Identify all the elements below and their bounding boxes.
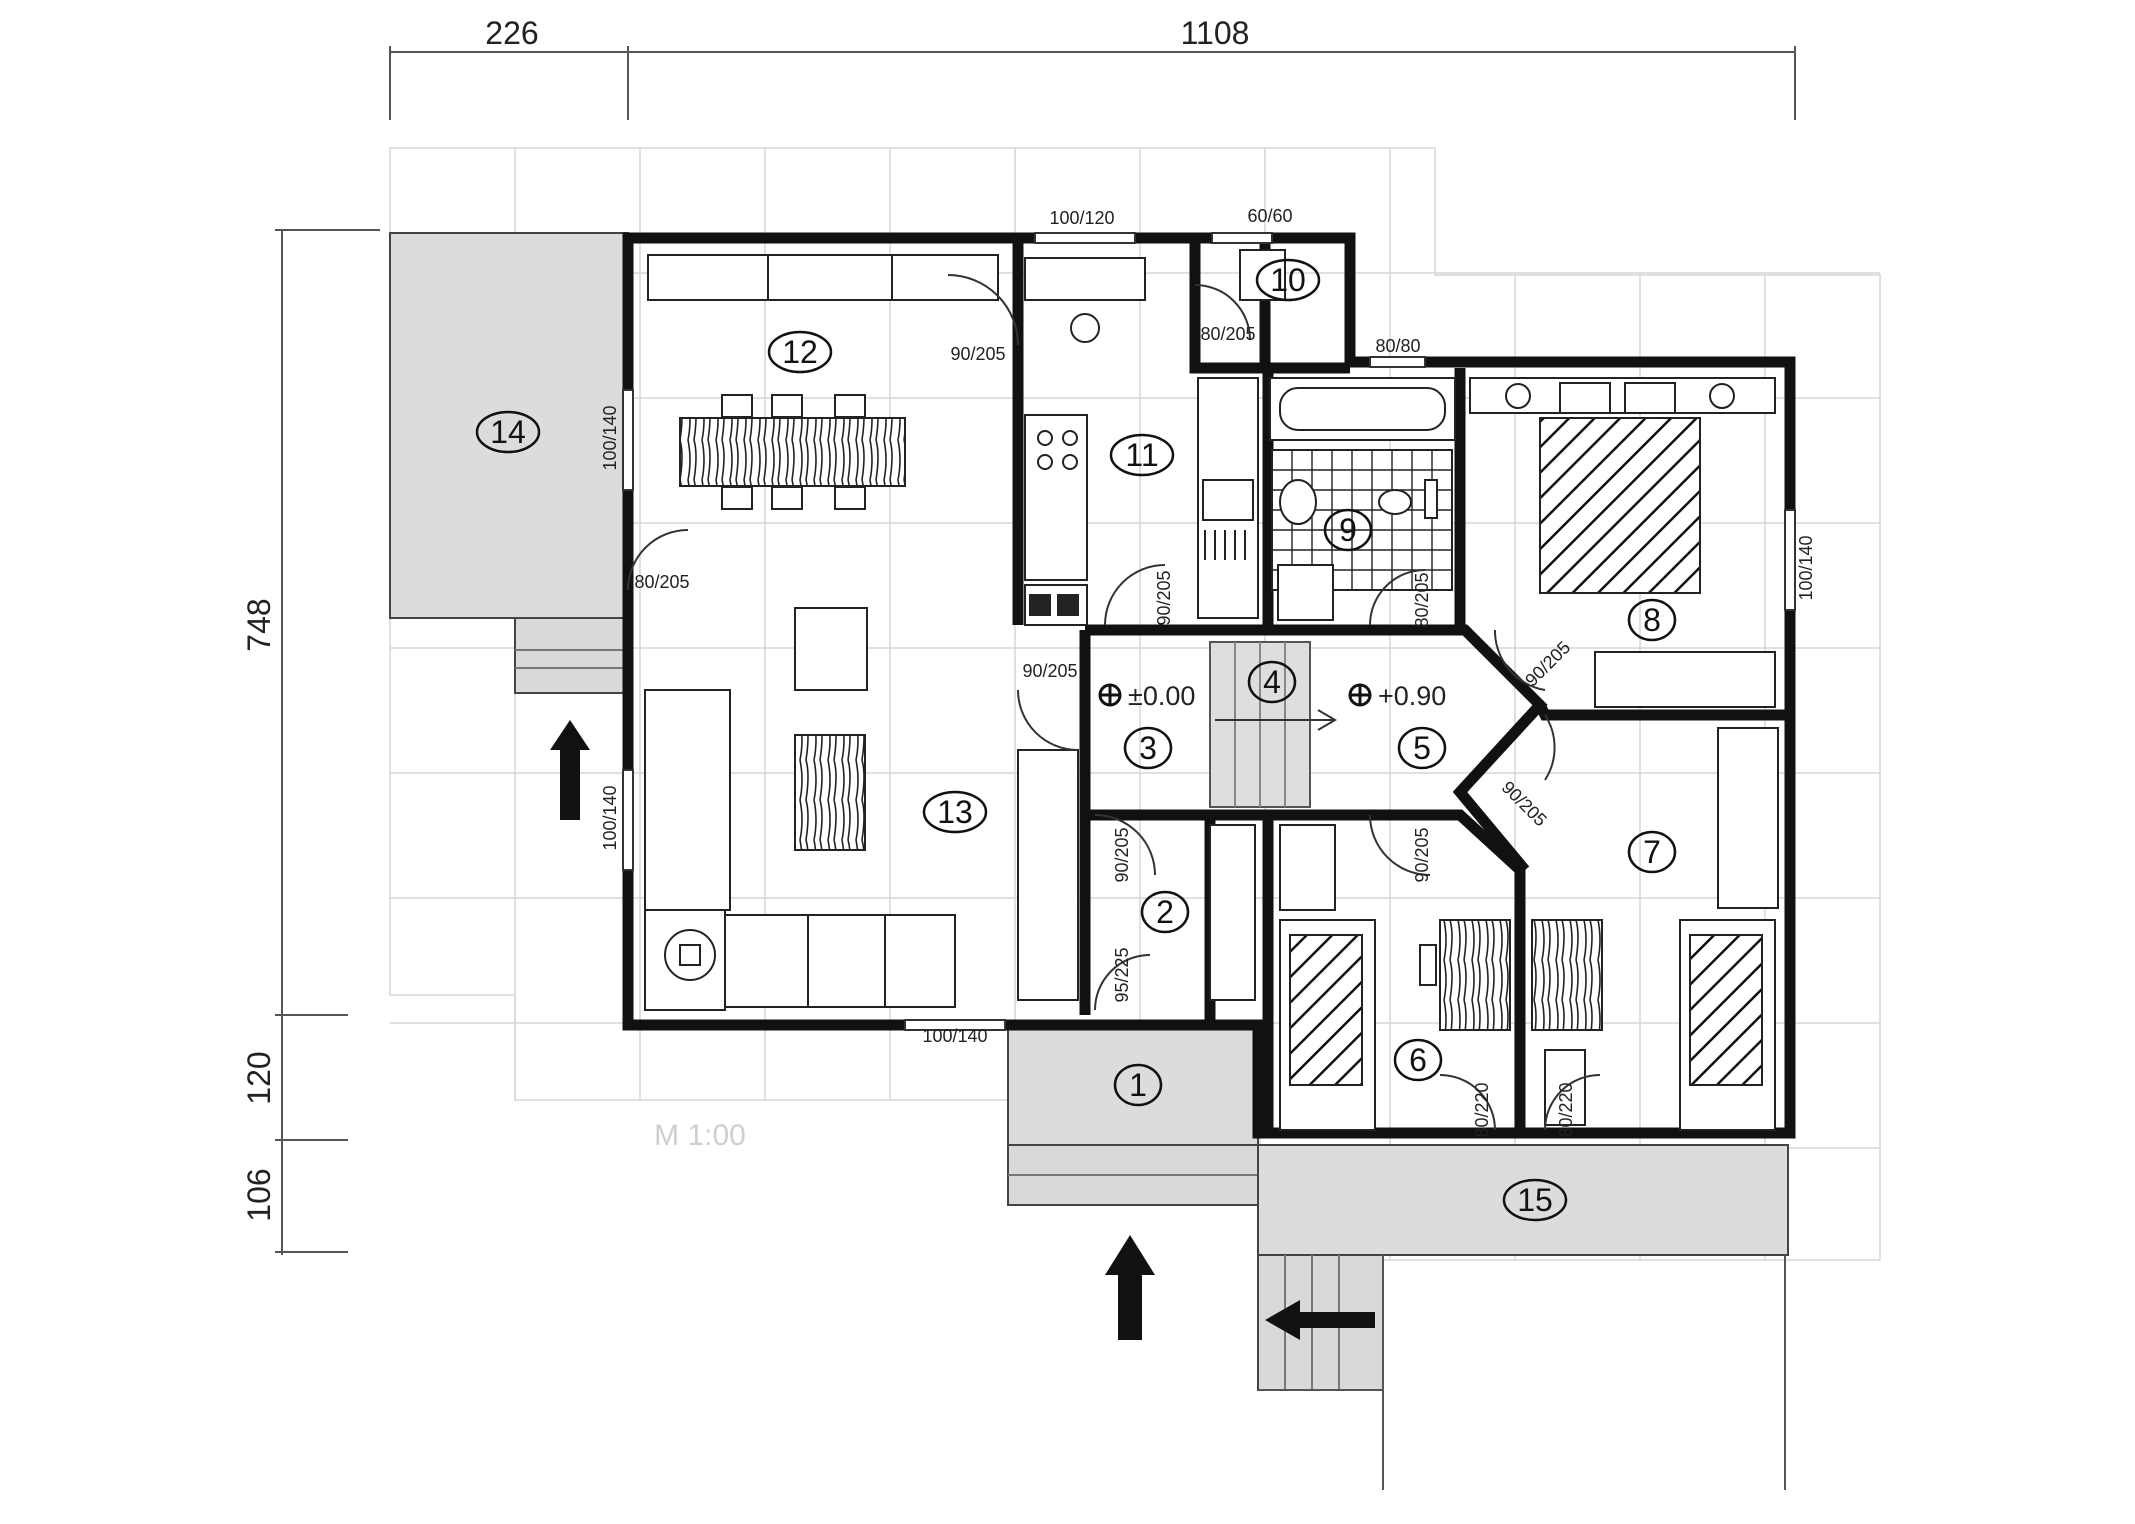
bathroom-fixtures (1239, 249, 1456, 621)
opening-label: 80/220 (1472, 1082, 1492, 1137)
entry-arrows (550, 720, 1375, 1340)
opening-label: 100/140 (600, 785, 620, 850)
dim-left-120: 120 (241, 1051, 277, 1104)
hall-2-furniture (1209, 824, 1256, 1001)
opening-label: 90/205 (1112, 827, 1132, 882)
dim-top-1108: 1108 (1181, 15, 1250, 51)
walls (622, 232, 1796, 1139)
opening-label: 100/140 (600, 405, 620, 470)
arrow-up-icon (1105, 1235, 1155, 1340)
room-number: 14 (490, 414, 526, 450)
room-number: 6 (1409, 1042, 1427, 1078)
terrace-14 (389, 232, 629, 619)
opening-label: 90/205 (1521, 637, 1574, 690)
level-markers (1098, 683, 1372, 707)
room-number-badge (1113, 1063, 1163, 1107)
room-number: 12 (782, 334, 818, 370)
room-number-badge (1627, 830, 1677, 874)
staircase (1209, 641, 1337, 808)
room-number-badge (767, 330, 833, 374)
opening-label: 95/225 (1112, 947, 1132, 1002)
room-number-badge (1123, 726, 1173, 770)
opening-label: 100/140 (1796, 535, 1816, 600)
level-hall: ±0.00 (1128, 681, 1195, 711)
room-number: 8 (1643, 602, 1661, 638)
bedroom-7-furniture (1531, 727, 1779, 1131)
dim-left-106: 106 (241, 1168, 277, 1221)
scale-note: M 1:00 (654, 1119, 746, 1152)
room-number: 10 (1270, 262, 1306, 298)
room-number: 1 (1129, 1067, 1147, 1103)
room-number-badge (922, 790, 988, 834)
room-number: 9 (1339, 512, 1357, 548)
opening-label: 100/140 (922, 1026, 987, 1046)
room-number-badge (1247, 660, 1297, 704)
room-number-badge (1140, 890, 1190, 934)
room-number-badge (1393, 1038, 1443, 1082)
opening-label: 90/205 (1022, 661, 1077, 681)
terrace-15 (1257, 1144, 1789, 1256)
opening-label: 100/120 (1049, 208, 1114, 228)
opening-label: 90/205 (1412, 827, 1432, 882)
room-number: 3 (1139, 730, 1157, 766)
opening-label: 60/60 (1247, 206, 1292, 226)
room-number-badge (1502, 1178, 1568, 1222)
opening-label: 80/205 (1412, 572, 1432, 627)
room-number: 4 (1263, 664, 1281, 700)
living-furniture (644, 254, 1079, 1011)
room-number: 2 (1156, 894, 1174, 930)
dim-top-226: 226 (485, 15, 538, 51)
room-number-badge (1323, 508, 1373, 552)
arrow-up-icon (550, 720, 590, 820)
room-number-badge (1109, 433, 1175, 477)
opening-label: 80/80 (1375, 336, 1420, 356)
opening-label: 90/205 (1498, 777, 1551, 830)
dim-left-748: 748 (241, 598, 277, 651)
opening-label: 90/205 (950, 344, 1005, 364)
room-number-badge (1255, 258, 1321, 302)
room-number: 7 (1643, 834, 1661, 870)
level-landing: +0.90 (1378, 681, 1446, 711)
windows (622, 232, 1796, 1031)
room-number-badge (475, 410, 541, 454)
bedroom-6-furniture (1279, 824, 1511, 1131)
room-number: 11 (1125, 437, 1158, 473)
room-number: 5 (1413, 730, 1431, 766)
site-lines (1258, 1255, 1786, 1490)
opening-label: 80/205 (634, 572, 689, 592)
room-number-badge (1397, 726, 1447, 770)
room-number: 13 (937, 794, 973, 830)
arrow-left-icon (1265, 1300, 1375, 1340)
opening-label: 80/205 (1200, 324, 1255, 344)
bedroom-8-furniture (1469, 377, 1776, 708)
opening-label: 80/220 (1556, 1082, 1576, 1137)
opening-labels: 100/120 60/60 80/205 80/80 100/140 90/20… (600, 206, 1816, 1138)
room-number: 15 (1517, 1182, 1553, 1218)
dimension-lines (275, 46, 1796, 1255)
opening-label: 90/205 (1154, 570, 1174, 625)
kitchen-furniture (1024, 257, 1259, 626)
room-number-badge (1627, 598, 1677, 642)
doors (627, 274, 1601, 1131)
